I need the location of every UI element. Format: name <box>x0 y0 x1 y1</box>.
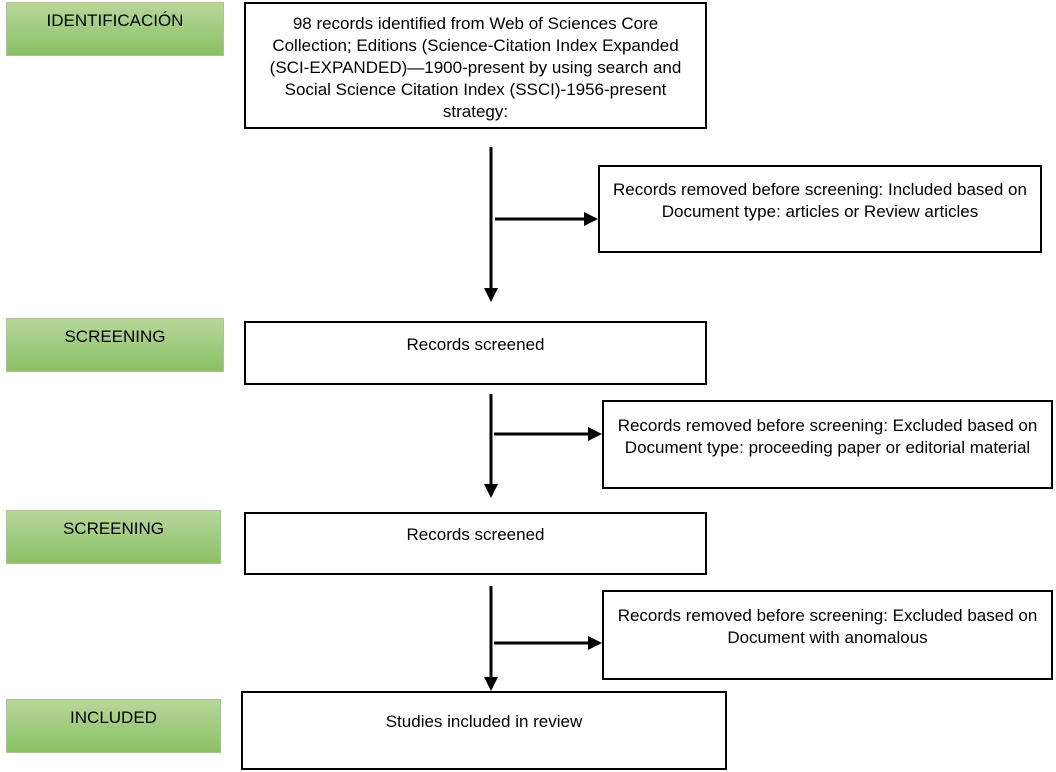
removed-records-text-3: Records removed before screening: Exclud… <box>617 606 1038 647</box>
screened-records-text-2: Records screened <box>406 525 545 544</box>
screened-records-text-1: Records screened <box>406 335 545 354</box>
arrowhead-right-2 <box>588 427 602 441</box>
stage-screening-1: SCREENING <box>6 318 224 372</box>
arrowhead-down-2 <box>484 484 498 498</box>
identified-records-text: 98 records identified from Web of Scienc… <box>269 14 682 121</box>
removed-records-box-2: Records removed before screening: Exclud… <box>602 400 1053 489</box>
screened-records-box-1: Records screened <box>244 321 707 385</box>
removed-records-box-1: Records removed before screening: Includ… <box>598 165 1042 253</box>
included-studies-box: Studies included in review <box>241 691 727 770</box>
removed-records-text-2: Records removed before screening: Exclud… <box>617 416 1038 457</box>
removed-records-box-3: Records removed before screening: Exclud… <box>602 590 1053 680</box>
stage-screening-2-label: SCREENING <box>62 519 165 538</box>
arrowhead-down-3 <box>484 677 498 691</box>
stage-included-label: INCLUDED <box>70 708 157 727</box>
identified-records-box: 98 records identified from Web of Scienc… <box>244 2 707 129</box>
stage-identification-label: IDENTIFICACIÓN <box>46 11 184 30</box>
stage-screening-1-label: SCREENING <box>64 327 166 346</box>
arrowhead-right-1 <box>584 212 598 226</box>
stage-included: INCLUDED <box>6 699 221 753</box>
arrowhead-right-3 <box>588 636 602 650</box>
included-studies-text: Studies included in review <box>385 712 583 731</box>
stage-screening-2: SCREENING <box>6 510 221 564</box>
arrowhead-down-1 <box>484 288 498 302</box>
removed-records-text-1: Records removed before screening: Includ… <box>613 180 1027 221</box>
stage-identification: IDENTIFICACIÓN <box>6 2 224 56</box>
screened-records-box-2: Records screened <box>244 512 707 575</box>
